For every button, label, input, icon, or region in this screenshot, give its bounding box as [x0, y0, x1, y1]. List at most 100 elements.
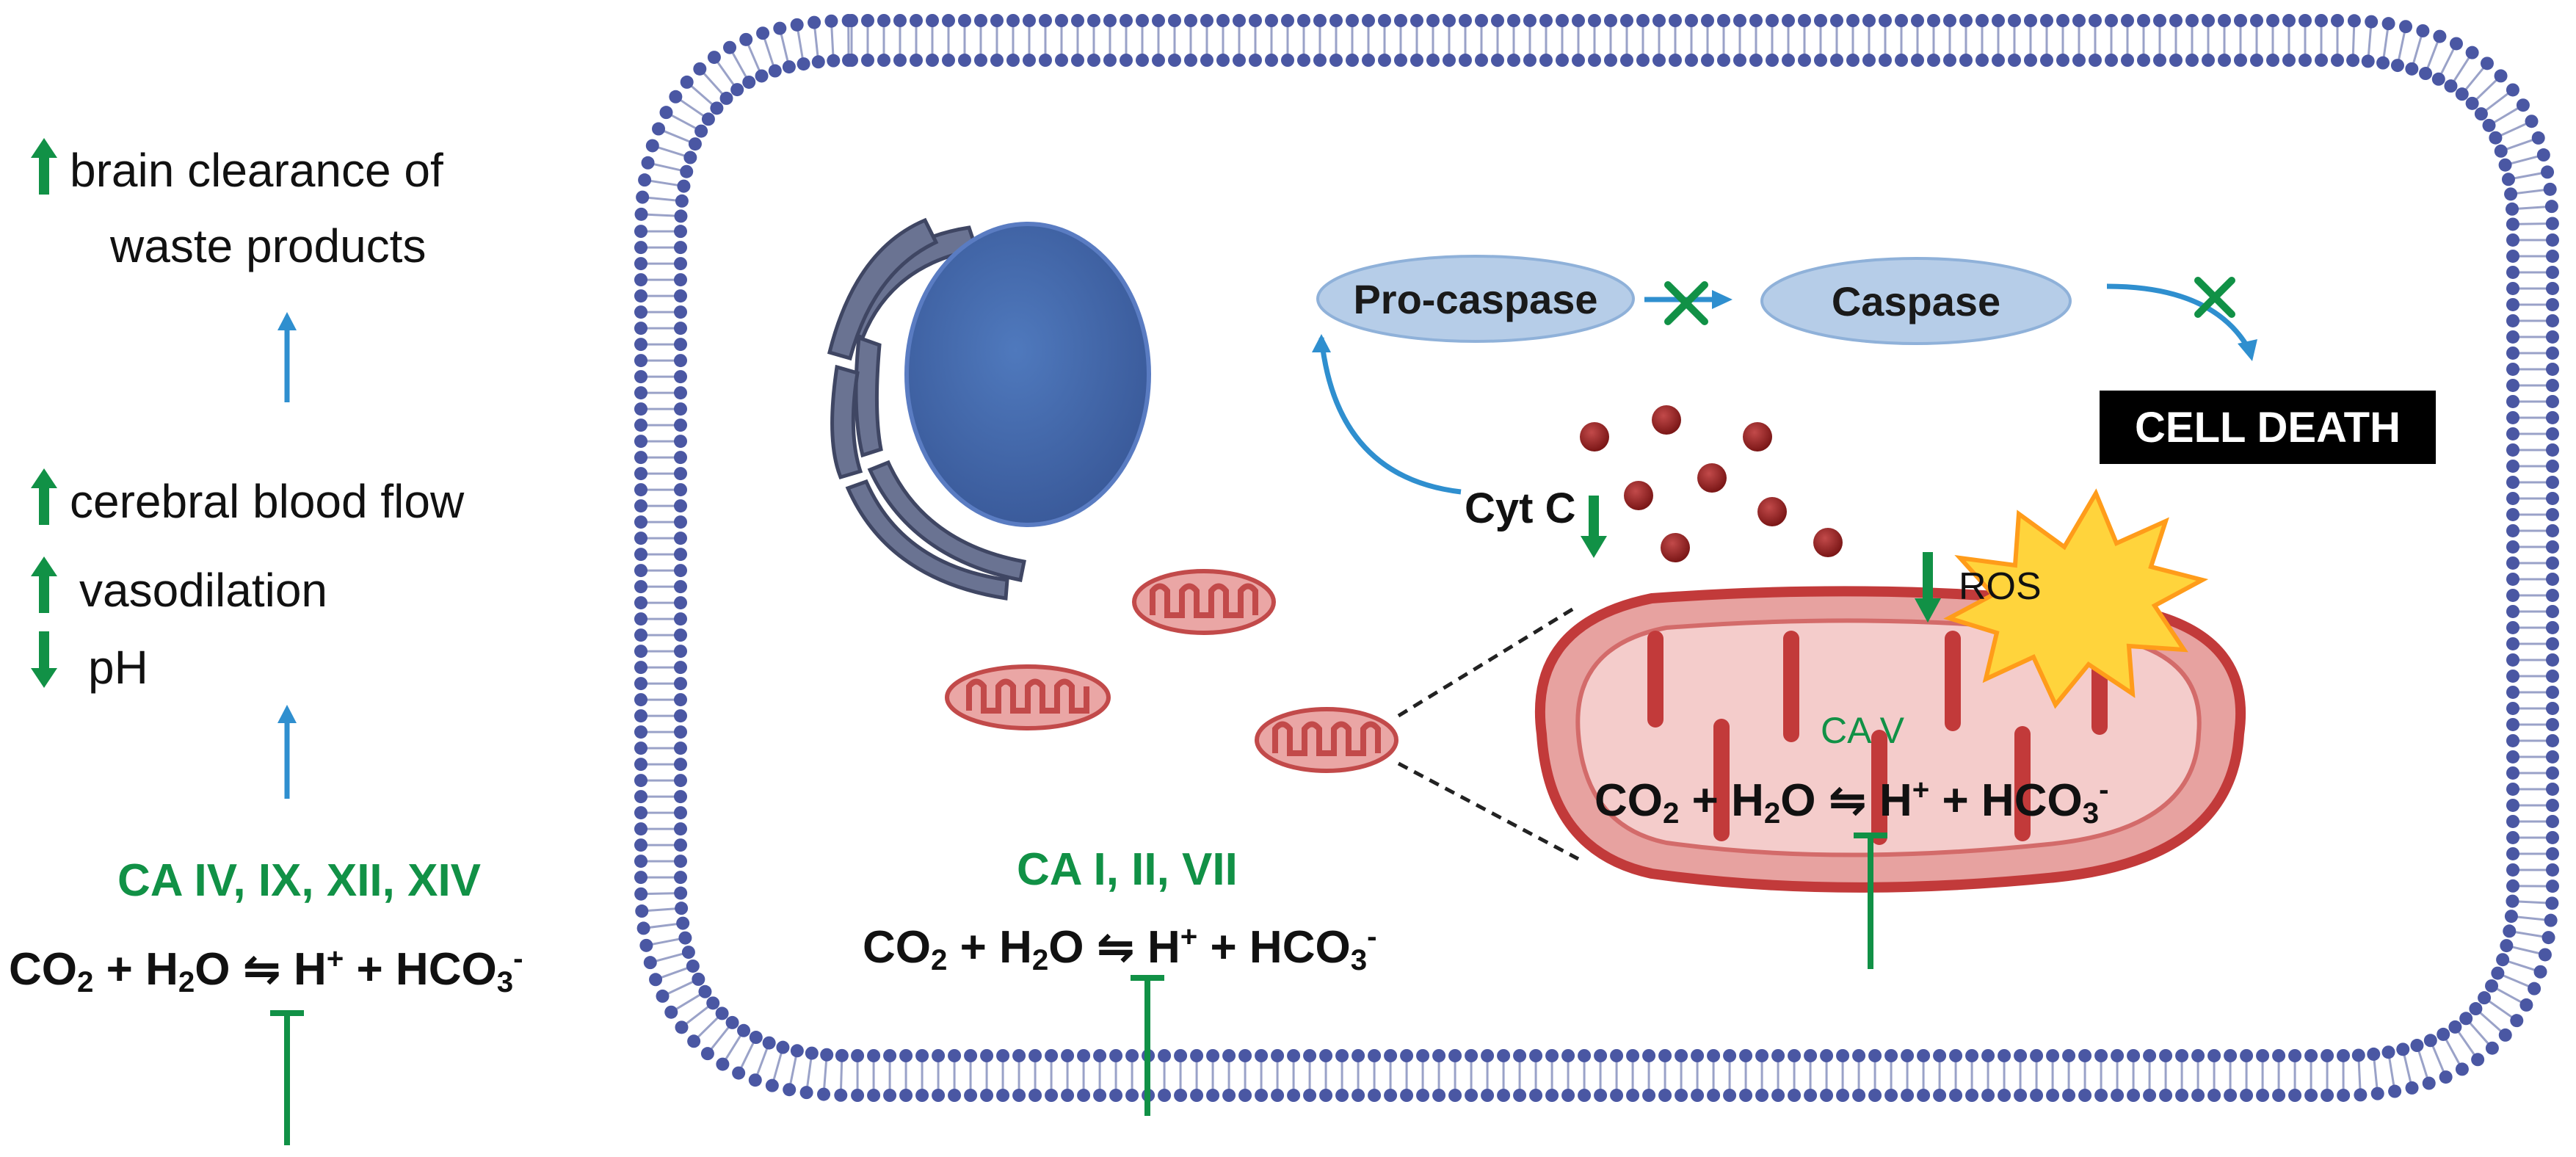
lipid-head: [1733, 54, 1746, 67]
lipid-head: [2546, 265, 2559, 279]
lipid-head: [2506, 782, 2519, 796]
lipid-head: [1572, 54, 1585, 67]
lipid-head: [2506, 281, 2519, 295]
lipid-head: [652, 122, 666, 136]
lipid-head: [2046, 1089, 2060, 1103]
lipid-head: [2185, 14, 2199, 27]
lipid-head: [1949, 1049, 1963, 1063]
lipid-head: [1216, 54, 1230, 67]
lipid-head: [2218, 14, 2231, 27]
lipid-head: [2506, 717, 2519, 731]
lipid-head: [827, 54, 841, 68]
lipid-head: [1287, 1089, 1301, 1102]
lipid-head: [2321, 1049, 2334, 1063]
lipid-head: [2288, 1049, 2302, 1063]
lipid-head: [675, 902, 689, 915]
lipid-head: [2030, 1049, 2044, 1063]
lipid-head: [674, 645, 687, 659]
lipid-head: [899, 1089, 913, 1102]
lipid-head: [634, 273, 647, 287]
lipid-head: [2207, 1049, 2221, 1063]
lipid-head: [2498, 158, 2512, 172]
lipid-head: [674, 855, 688, 868]
lipid-head: [1352, 1089, 1365, 1102]
lipid-head: [681, 946, 695, 960]
lipid-head: [1281, 14, 1294, 27]
lipid-head: [700, 1047, 714, 1061]
lipid-head: [715, 1007, 729, 1020]
lipid-head: [701, 112, 715, 126]
lipid-head: [2546, 636, 2559, 650]
lipid-head: [2365, 15, 2379, 29]
ca-cytosolic-enzymes: CA I, II, VII: [1017, 844, 1238, 895]
lipid-head: [2500, 939, 2514, 953]
lipid-head: [1572, 14, 1585, 27]
lipid-head: [1023, 54, 1036, 67]
pro-caspase-node: [1316, 255, 1635, 343]
lipid-head: [2266, 54, 2279, 67]
lipid-head: [964, 1089, 978, 1102]
blue-arrowheads: [277, 290, 2257, 723]
lipid-head: [1313, 14, 1327, 27]
lipid-head: [635, 904, 649, 918]
lipid-tail: [2398, 32, 2406, 60]
lipid-head: [1862, 14, 1876, 27]
lipid-head: [1820, 1089, 1834, 1103]
lipid-head: [2496, 953, 2510, 967]
lipid-head: [2388, 1084, 2402, 1098]
lipid-head: [634, 758, 648, 772]
lipid-head: [2506, 217, 2519, 231]
lipid-head: [676, 916, 690, 930]
lipid-head: [1523, 54, 1536, 67]
lipid-head: [1529, 1049, 1543, 1063]
lipid-head: [1701, 54, 1714, 67]
equation-cytosolic: CO2 + H2O ⇋ H+ + HCO3-: [863, 919, 1377, 977]
lipid-head: [2465, 96, 2479, 110]
lipid-head: [678, 931, 692, 945]
brain-clearance-line1: brain clearance of: [70, 144, 443, 197]
lipid-head: [2399, 20, 2413, 34]
lipid-head: [634, 338, 647, 352]
lipid-tail: [651, 937, 680, 946]
lipid-head: [2024, 14, 2037, 27]
lipid-tail: [670, 114, 697, 130]
lipid-head: [1125, 1049, 1139, 1062]
lipid-head: [2546, 281, 2559, 295]
lipid-head: [1313, 54, 1327, 67]
lipid-head: [659, 106, 673, 120]
lipid-head: [1884, 1089, 1898, 1103]
lipid-tail: [731, 52, 747, 78]
lipid-head: [1303, 1049, 1317, 1062]
lipid-head: [2544, 913, 2558, 927]
lipid-head: [634, 225, 648, 239]
lipid-head: [1556, 14, 1569, 27]
lipid-head: [2347, 14, 2361, 28]
lipid-head: [2494, 69, 2508, 83]
lipid-head: [2299, 14, 2312, 27]
lipid-head: [674, 774, 688, 788]
equation-extracellular: CO2 + H2O ⇋ H+ + HCO3-: [9, 941, 523, 999]
lipid-head: [2546, 572, 2559, 586]
lipid-head: [2546, 378, 2559, 392]
lipid-head: [1432, 1049, 1446, 1063]
lipid-tail: [2431, 1045, 2445, 1073]
lipid-head: [2506, 410, 2519, 424]
lipid-head: [2234, 54, 2247, 67]
lipid-head: [2506, 766, 2519, 780]
lipid-head: [1594, 1049, 1608, 1063]
lipid-head: [1200, 14, 1213, 27]
lipid-head: [2169, 14, 2183, 27]
lipid-head: [706, 996, 720, 1010]
lipid-head: [1335, 1089, 1349, 1102]
lipid-head: [674, 305, 687, 319]
lipid-head: [765, 1078, 779, 1092]
lipid-head: [2471, 1053, 2485, 1067]
lipid-head: [1669, 54, 1682, 67]
lipid-tail: [647, 892, 675, 896]
lipid-head: [1120, 54, 1133, 67]
lipid-head: [2062, 1049, 2076, 1063]
lipid-head: [1384, 1089, 1398, 1103]
lipid-head: [910, 14, 923, 27]
lipid-head: [2046, 1049, 2060, 1063]
